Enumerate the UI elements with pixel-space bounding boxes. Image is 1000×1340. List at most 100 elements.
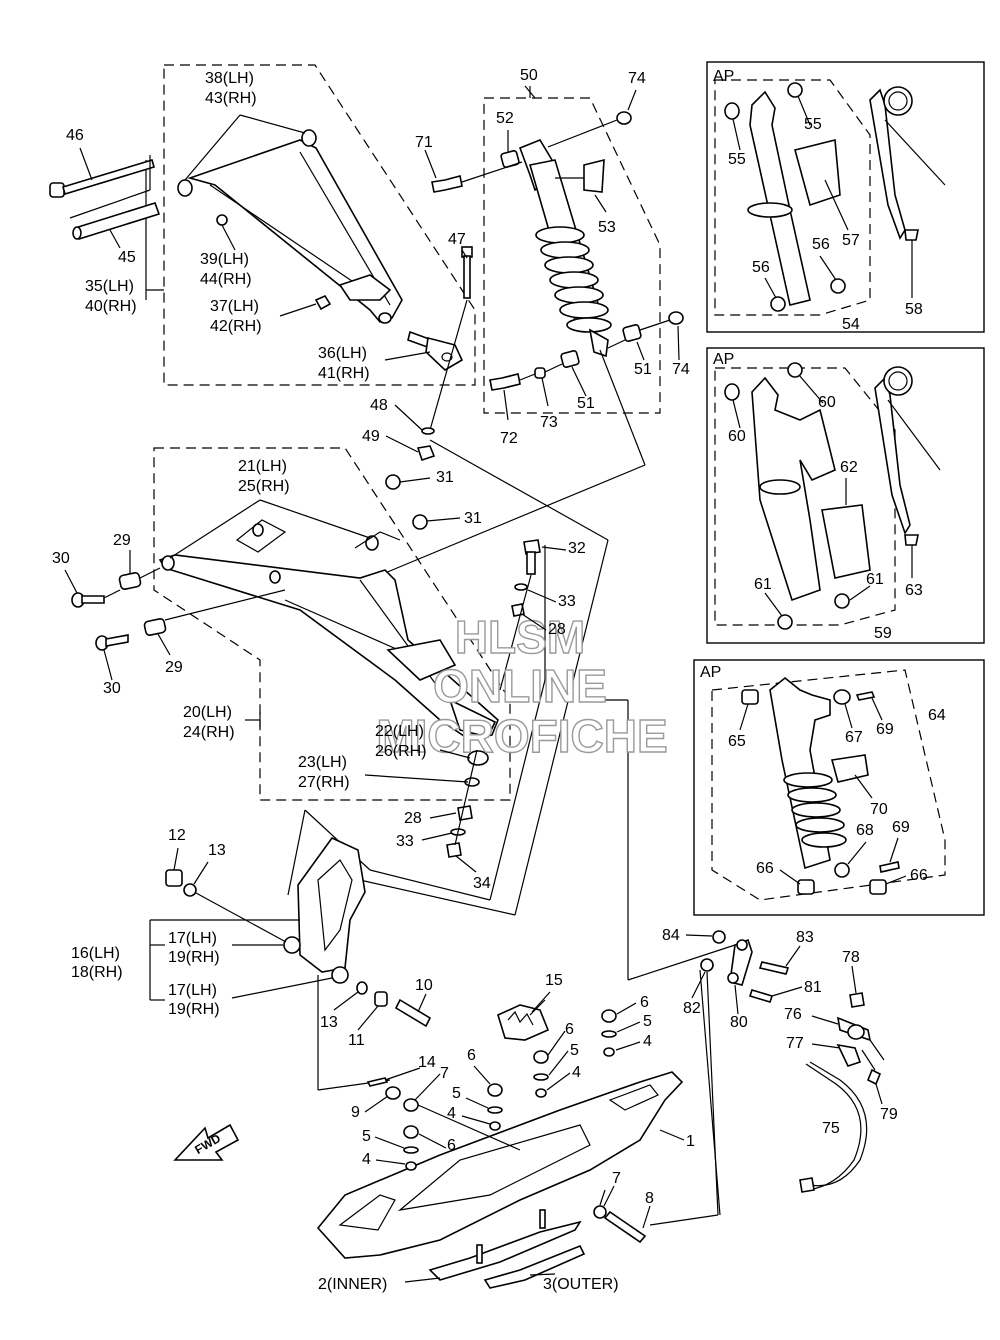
label-79: 79 bbox=[880, 1106, 898, 1123]
label-50: 50 bbox=[520, 67, 538, 84]
label-48: 48 bbox=[370, 397, 388, 414]
label-56-left: 56 bbox=[752, 259, 770, 276]
label-24: 24(RH) bbox=[183, 724, 235, 741]
label-66-left: 66 bbox=[756, 860, 774, 877]
label-33-upper: 33 bbox=[558, 593, 576, 610]
label-56-right: 56 bbox=[812, 236, 830, 253]
label-73: 73 bbox=[540, 414, 558, 431]
label-5-d: 5 bbox=[362, 1128, 371, 1145]
label-63: 63 bbox=[905, 582, 923, 599]
label-41: 41(RH) bbox=[318, 365, 370, 382]
label-19-lower: 19(RH) bbox=[168, 1001, 220, 1018]
label-16: 16(LH) bbox=[71, 945, 120, 962]
label-22: 22(LH) bbox=[375, 723, 424, 740]
label-18: 18(RH) bbox=[71, 964, 123, 981]
watermark-line2: ONLINE bbox=[433, 660, 607, 712]
label-21: 21(LH) bbox=[238, 458, 287, 475]
label-67: 67 bbox=[845, 729, 863, 746]
label-4-c: 4 bbox=[447, 1105, 456, 1122]
upper-a-arm bbox=[187, 139, 403, 324]
label-6-b: 6 bbox=[565, 1021, 574, 1038]
label-4-a: 4 bbox=[643, 1033, 652, 1050]
label-82: 82 bbox=[683, 1000, 701, 1017]
ski bbox=[316, 999, 684, 1289]
rod-end-36 bbox=[407, 330, 464, 371]
label-11: 11 bbox=[348, 1032, 365, 1049]
label-7-a: 7 bbox=[440, 1065, 449, 1082]
label-29-lower: 29 bbox=[165, 659, 183, 676]
label-64: 64 bbox=[928, 707, 946, 724]
label-62: 62 bbox=[840, 459, 858, 476]
label-47: 47 bbox=[448, 231, 466, 248]
label-76: 76 bbox=[784, 1006, 802, 1023]
label-65: 65 bbox=[728, 733, 746, 750]
label-60-right: 60 bbox=[818, 394, 836, 411]
label-54: 54 bbox=[842, 316, 860, 333]
label-83: 83 bbox=[796, 929, 814, 946]
label-2-inner: 2(INNER) bbox=[318, 1276, 387, 1293]
label-13-lower: 13 bbox=[320, 1014, 338, 1031]
label-30-lower: 30 bbox=[103, 680, 121, 697]
label-9: 9 bbox=[351, 1104, 360, 1121]
label-60-left: 60 bbox=[728, 428, 746, 445]
label-20: 20(LH) bbox=[183, 704, 232, 721]
label-51-right: 51 bbox=[634, 361, 652, 378]
watermark-line1: HLSM bbox=[455, 611, 585, 663]
label-23: 23(LH) bbox=[298, 754, 347, 771]
label-57: 57 bbox=[842, 232, 860, 249]
inset-shock-64 bbox=[693, 659, 985, 916]
label-42: 42(RH) bbox=[210, 318, 262, 335]
label-5-c: 5 bbox=[452, 1085, 461, 1102]
label-72: 72 bbox=[500, 430, 518, 447]
label-40: 40(RH) bbox=[85, 298, 137, 315]
label-38: 38(LH) bbox=[205, 70, 254, 87]
label-6-d: 6 bbox=[447, 1137, 456, 1154]
ap-label-2: AP bbox=[713, 351, 734, 368]
label-31-upper: 31 bbox=[436, 469, 454, 486]
label-17-lower: 17(LH) bbox=[168, 982, 217, 999]
label-26: 26(RH) bbox=[375, 743, 427, 760]
label-35: 35(LH) bbox=[85, 278, 134, 295]
label-14: 14 bbox=[418, 1054, 436, 1071]
label-68: 68 bbox=[856, 822, 874, 839]
bolt-47 bbox=[461, 246, 473, 299]
label-6-c: 6 bbox=[467, 1047, 476, 1064]
label-80: 80 bbox=[730, 1014, 748, 1031]
label-78: 78 bbox=[842, 949, 860, 966]
label-28-lower: 28 bbox=[404, 810, 422, 827]
label-51-lower: 51 bbox=[577, 395, 595, 412]
label-74-top: 74 bbox=[628, 70, 646, 87]
label-5-a: 5 bbox=[643, 1013, 652, 1030]
label-27: 27(RH) bbox=[298, 774, 350, 791]
leader-lines bbox=[64, 85, 913, 1283]
label-4-d: 4 bbox=[362, 1151, 371, 1168]
upper-arm-group bbox=[49, 64, 476, 462]
label-44: 44(RH) bbox=[200, 271, 252, 288]
shock-absorber-group bbox=[384, 86, 684, 574]
forward-arrow: FWD bbox=[173, 1123, 240, 1161]
label-43: 43(RH) bbox=[205, 90, 257, 107]
label-70: 70 bbox=[870, 801, 888, 818]
label-13-upper: 13 bbox=[208, 842, 226, 859]
label-25: 25(RH) bbox=[238, 478, 290, 495]
label-3-outer: 3(OUTER) bbox=[543, 1276, 619, 1293]
label-8: 8 bbox=[645, 1190, 654, 1207]
label-37: 37(LH) bbox=[210, 298, 259, 315]
label-52: 52 bbox=[496, 110, 514, 127]
spindle-connection-lines bbox=[287, 439, 609, 916]
lower-arm-group bbox=[71, 447, 541, 858]
ap-label-3: AP bbox=[700, 664, 721, 681]
label-12: 12 bbox=[168, 827, 186, 844]
label-1: 1 bbox=[686, 1133, 695, 1150]
label-33-lower: 33 bbox=[396, 833, 414, 850]
label-32: 32 bbox=[568, 540, 586, 557]
bolt-46 bbox=[49, 158, 155, 198]
label-53: 53 bbox=[598, 219, 616, 236]
label-46: 46 bbox=[66, 127, 84, 144]
callout-labels: 46 45 38(LH) 43(RH) 39(LH) 44(RH) 35(LH)… bbox=[52, 67, 946, 1293]
label-36: 36(LH) bbox=[318, 345, 367, 362]
label-66-right: 66 bbox=[910, 867, 928, 884]
label-17-upper: 17(LH) bbox=[168, 930, 217, 947]
